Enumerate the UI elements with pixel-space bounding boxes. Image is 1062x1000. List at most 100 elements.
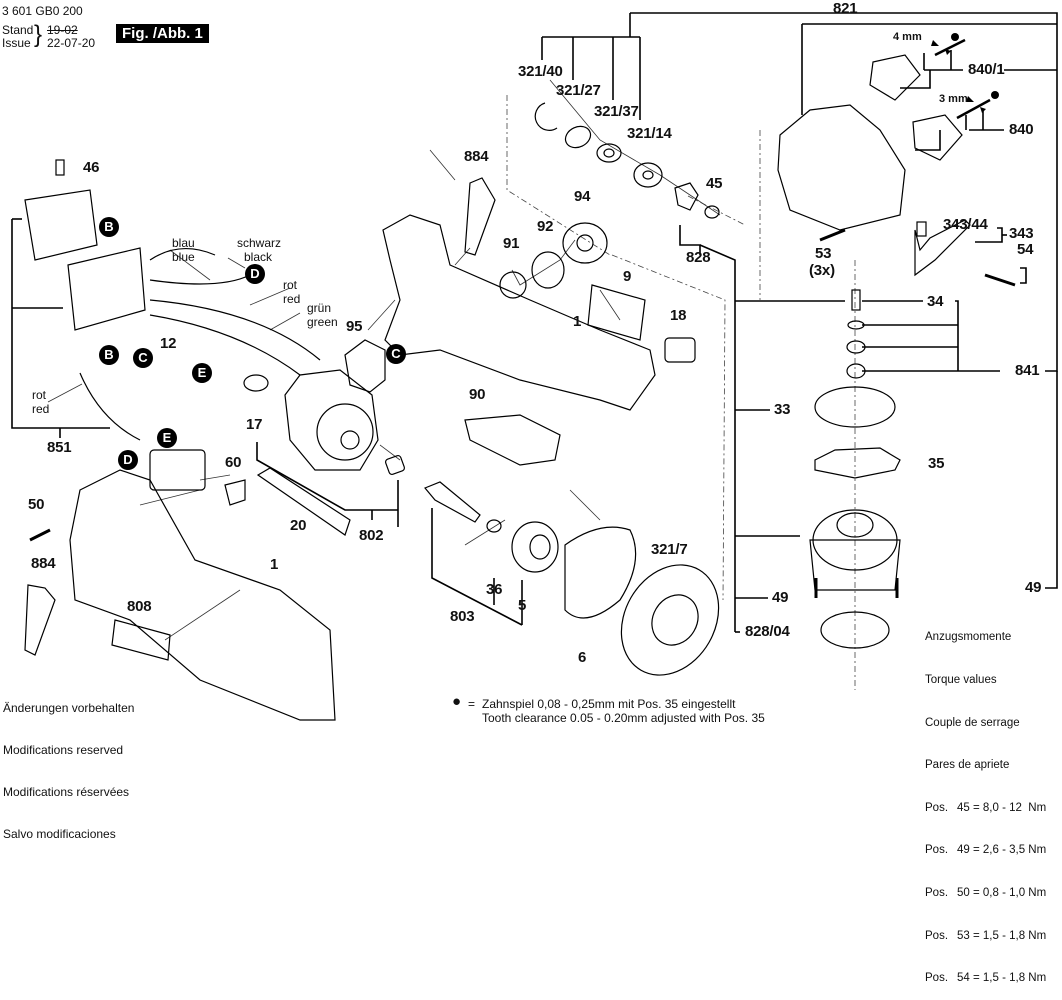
connector-c-marker: C xyxy=(386,344,406,364)
modifications-fr: Modifications réservées xyxy=(3,785,130,799)
part-number-45: 45 xyxy=(706,175,723,192)
connector-c-marker: C xyxy=(133,348,153,368)
part-number-840: 840 xyxy=(1009,121,1034,138)
torque-title-en: Torque values xyxy=(925,674,997,687)
part-number-828-04: 828/04 xyxy=(745,623,790,640)
part-number-35: 35 xyxy=(928,455,945,472)
modifications-de: Änderungen vorbehalten xyxy=(3,701,135,715)
part-number-92: 92 xyxy=(537,218,554,235)
wire-black-en: black xyxy=(244,250,273,264)
part-number-95: 95 xyxy=(346,318,363,335)
torque-value: 50 = 0,8 - 1,0 Nm xyxy=(957,887,1047,900)
part-number-17: 17 xyxy=(246,416,263,433)
document-number: 3 601 GB0 200 xyxy=(2,4,83,18)
torque-value: 54 = 1,5 - 1,8 Nm xyxy=(957,972,1047,985)
torque-pos: Pos. xyxy=(925,929,949,942)
part-number-36: 36 xyxy=(486,581,503,598)
torque-title-es: Pares de apriete xyxy=(925,759,1010,772)
bracket-lines xyxy=(11,12,1058,633)
wire-black-de: schwarz xyxy=(237,236,282,250)
part-number-20: 20 xyxy=(290,517,307,534)
connector-e-marker: E xyxy=(157,428,177,448)
torque-title-de: Anzugsmomente xyxy=(925,631,1012,644)
torque-pos: Pos. xyxy=(925,972,949,985)
part-number-1-top: 1 xyxy=(573,313,582,330)
connector-b-marker: B xyxy=(99,217,119,237)
part-number-53-qty: (3x) xyxy=(809,262,835,279)
part-number-321-37: 321/37 xyxy=(594,103,639,120)
tooth-clearance-equals: = xyxy=(468,697,476,711)
brace-icon: } xyxy=(34,21,43,48)
connector-d-marker: D xyxy=(118,450,138,470)
torque-row: Pos. 54 = 1,5 - 1,8 Nm xyxy=(925,971,1046,985)
tooth-clearance-en: Tooth clearance 0.05 - 0.20mm adjusted w… xyxy=(482,711,765,725)
part-number-12: 12 xyxy=(160,335,177,352)
part-number-91: 91 xyxy=(503,235,520,252)
assembly-axes xyxy=(506,95,856,690)
wire-red2-en: red xyxy=(32,402,50,416)
torque-row: Pos. 49 = 2,6 - 3,5 Nm xyxy=(925,843,1046,857)
part-number-60: 60 xyxy=(225,454,242,471)
torque-pos: Pos. xyxy=(925,844,949,857)
part-number-803: 803 xyxy=(450,608,475,625)
stand-label: Stand xyxy=(2,23,34,37)
wire-green-en: green xyxy=(307,315,338,329)
part-number-851: 851 xyxy=(47,439,72,456)
part-number-343: 343 xyxy=(1009,225,1034,242)
part-number-321-27: 321/27 xyxy=(556,82,601,99)
pin-3mm-label: 3 mm xyxy=(939,93,968,105)
dimension-arrows xyxy=(931,33,999,113)
connector-b-marker: B xyxy=(99,345,119,365)
part-number-5: 5 xyxy=(518,597,527,614)
wire-green-de: grün xyxy=(307,301,332,315)
part-number-1-bottom: 1 xyxy=(270,556,279,573)
wire-red2-de: rot xyxy=(32,388,47,402)
part-number-321-7: 321/7 xyxy=(651,541,688,558)
modifications-en: Modifications reserved xyxy=(3,743,124,757)
modifications-note: Änderungen vorbehalten Modifications res… xyxy=(3,673,134,855)
part-number-49-right: 49 xyxy=(1025,579,1042,596)
torque-row: Pos.45 = 8,0 - 12 Nm xyxy=(925,801,1046,815)
torque-row: Pos.53 = 1,5 - 1,8 Nm xyxy=(925,929,1046,943)
part-number-840-1: 840/1 xyxy=(968,61,1005,78)
part-number-54: 54 xyxy=(1017,241,1034,258)
part-number-49-left: 49 xyxy=(772,589,789,606)
wire-blue-en: blue xyxy=(172,250,195,264)
tooth-clearance-de: Zahnspiel 0,08 - 0,25mm mit Pos. 35 eing… xyxy=(482,697,736,711)
part-number-884-top: 884 xyxy=(464,148,489,165)
part-number-53: 53 xyxy=(815,245,832,262)
part-number-821: 821 xyxy=(833,0,858,17)
part-number-90: 90 xyxy=(469,386,486,403)
leader-lines xyxy=(47,79,721,641)
part-number-34: 34 xyxy=(927,293,944,310)
part-number-343-44: 343/44 xyxy=(943,216,988,233)
part-number-884-bottom: 884 xyxy=(31,555,56,572)
parts xyxy=(24,38,1016,721)
torque-title-fr: Couple de serrage xyxy=(925,716,1020,729)
part-number-50: 50 xyxy=(28,496,45,513)
connector-d-marker: D xyxy=(245,264,265,284)
part-number-46: 46 xyxy=(83,159,100,176)
wire-red-en: red xyxy=(283,292,301,306)
issue-label: Issue xyxy=(2,36,31,50)
part-number-6: 6 xyxy=(578,649,587,666)
old-date: 19-02 xyxy=(47,23,78,37)
part-number-321-14: 321/14 xyxy=(627,125,672,142)
issue-date: 22-07-20 xyxy=(47,36,96,50)
torque-row: Pos. 50 = 0,8 - 1,0 Nm xyxy=(925,886,1046,900)
torque-values-table: Anzugsmomente Torque values Couple de se… xyxy=(925,602,1046,1000)
part-number-9: 9 xyxy=(623,268,632,285)
torque-pos: Pos. xyxy=(925,887,949,900)
part-number-321-40: 321/40 xyxy=(518,63,563,80)
torque-pos: Pos. xyxy=(925,801,949,814)
part-number-841: 841 xyxy=(1015,362,1040,379)
modifications-es: Salvo modificaciones xyxy=(3,827,116,841)
wire-blue-de: blau xyxy=(172,236,195,250)
torque-value: 49 = 2,6 - 3,5 Nm xyxy=(957,844,1047,857)
tooth-clearance-marker-icon: ● xyxy=(452,693,462,710)
wire-red-de: rot xyxy=(283,278,298,292)
part-number-828: 828 xyxy=(686,249,711,266)
part-number-808: 808 xyxy=(127,598,152,615)
connector-e-marker: E xyxy=(192,363,212,383)
part-number-18: 18 xyxy=(670,307,687,324)
